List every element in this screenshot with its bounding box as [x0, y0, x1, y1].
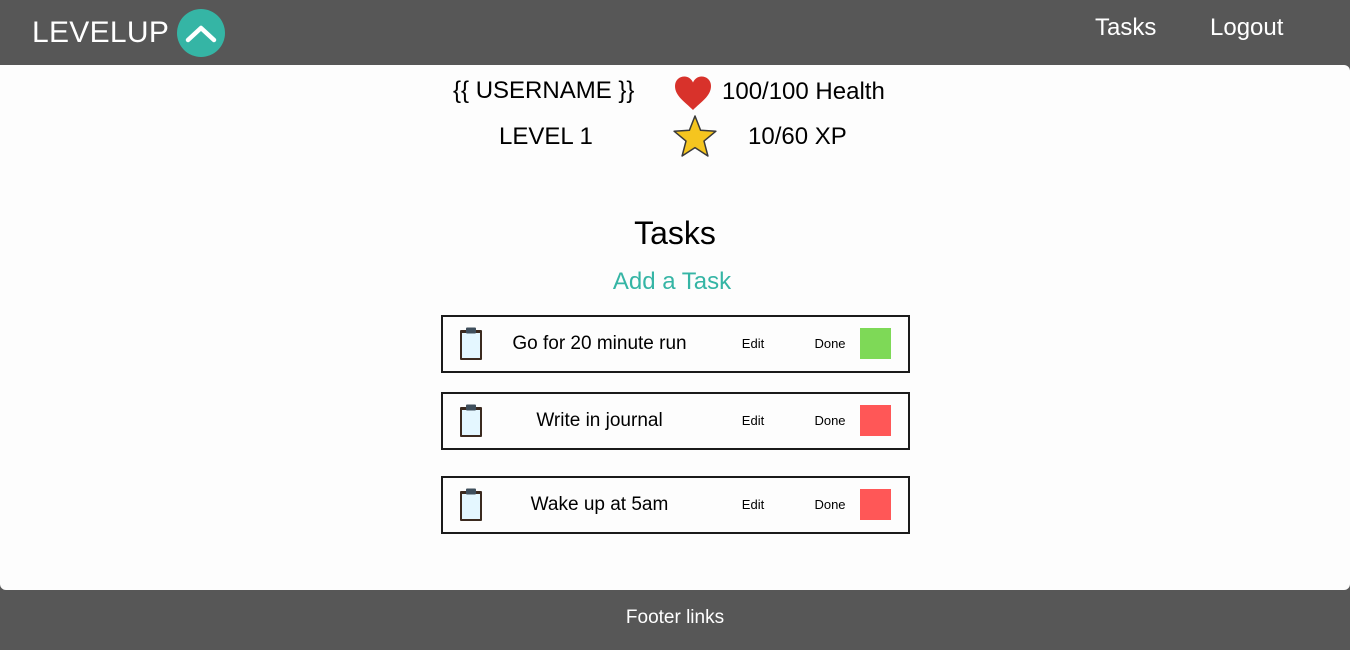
done-button[interactable]: Done: [814, 413, 846, 428]
level-text: LEVEL 1: [499, 123, 593, 150]
top-nav-bar: LEVELUP Tasks Logout: [0, 0, 1350, 65]
main-content: {{ USERNAME }} LEVEL 1 100/100 Health 10…: [0, 65, 1350, 590]
username-text: {{ USERNAME }}: [453, 77, 635, 104]
clipboard-icon: [458, 327, 484, 366]
task-item: Go for 20 minute run Edit Done: [441, 315, 910, 373]
clipboard-icon: [458, 404, 484, 443]
task-label: Write in journal: [536, 410, 663, 431]
task-label: Go for 20 minute run: [512, 333, 687, 354]
brand-name: LEVELUP: [32, 16, 170, 49]
edit-button[interactable]: Edit: [741, 497, 765, 512]
clipboard-icon: [458, 488, 484, 527]
footer: Footer links: [0, 590, 1350, 650]
tasks-heading: Tasks: [634, 215, 716, 251]
xp-text: 10/60 XP: [748, 123, 847, 150]
heart-icon: [673, 75, 713, 116]
footer-links[interactable]: Footer links: [625, 607, 725, 628]
status-indicator[interactable]: [860, 489, 891, 520]
status-indicator[interactable]: [860, 328, 891, 359]
add-task-link[interactable]: Add a Task: [612, 268, 732, 295]
done-button[interactable]: Done: [814, 336, 846, 351]
task-item: Wake up at 5am Edit Done: [441, 476, 910, 534]
star-icon: [672, 114, 718, 165]
brand[interactable]: LEVELUP: [32, 8, 226, 57]
nav-tasks-link[interactable]: Tasks: [1095, 14, 1157, 41]
status-indicator[interactable]: [860, 405, 891, 436]
task-label: Wake up at 5am: [530, 494, 669, 515]
edit-button[interactable]: Edit: [741, 413, 765, 428]
done-button[interactable]: Done: [814, 497, 846, 512]
edit-button[interactable]: Edit: [741, 336, 765, 351]
task-item: Write in journal Edit Done: [441, 392, 910, 450]
health-text: 100/100 Health: [722, 78, 885, 105]
nav-logout-link[interactable]: Logout: [1210, 14, 1284, 41]
chevron-up-icon: [177, 8, 226, 57]
